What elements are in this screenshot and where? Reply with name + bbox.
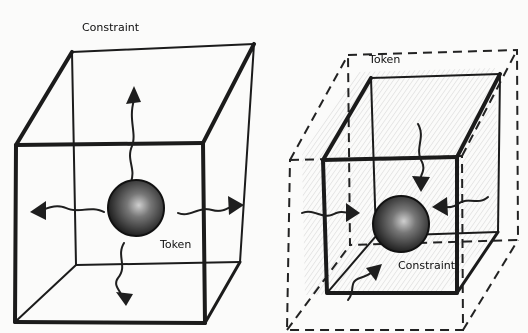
right-inner-edge-tr [455,72,502,159]
arrow-right-in-right [443,196,489,209]
arrow-left-left-head [30,201,46,220]
arrow-right-in-left [301,210,349,217]
arrow-left-right [177,205,233,216]
left-token-sphere [107,179,165,237]
arrow-left-up-head [126,86,141,104]
left-arrows [30,86,244,306]
arrow-right-in-left-head [346,203,360,222]
right-constraint-label: Constraint [398,259,456,272]
right-outer-back-face [346,48,520,247]
left-token-label: Token [160,238,192,251]
left-cube-edge-tr [201,42,256,145]
left-cube-edge-bl [14,264,77,323]
right-inner-cube [321,72,502,295]
left-cube-back-left [71,51,77,266]
left-cube-front-top [14,141,205,147]
arrow-left-right-head [228,196,244,215]
left-cube-edge-br [203,260,242,325]
arrow-right-up-head [366,264,382,281]
right-outer-shading [302,68,500,295]
right-outer-cube [285,48,520,331]
arrow-right-up [347,271,373,301]
right-inner-edge-bl [326,235,377,294]
left-cube-back-right [239,43,255,263]
right-arrows [301,123,489,301]
arrow-left-down-head [116,292,133,306]
left-constraint-label: Constraint [82,21,140,34]
arrow-left-up [129,99,135,183]
left-cube-front-right [201,141,207,325]
left-cube-front-left [13,143,18,324]
left-cube-back-bottom [75,261,241,266]
arrow-right-down [417,123,425,181]
right-token-label: Token [369,53,401,66]
left-cube [13,42,256,325]
left-cube-back-top [71,43,255,53]
right-inner-edge-br [455,230,500,295]
right-token-sphere [372,195,430,253]
arrow-right-down-head [412,176,430,192]
arrow-left-left [41,205,105,213]
arrow-left-down [115,242,125,301]
right-inner-edge-tl [321,76,373,162]
left-cube-front-bottom [13,320,207,325]
arrow-right-in-right-head [432,197,448,216]
left-cube-edge-tl [14,50,74,147]
